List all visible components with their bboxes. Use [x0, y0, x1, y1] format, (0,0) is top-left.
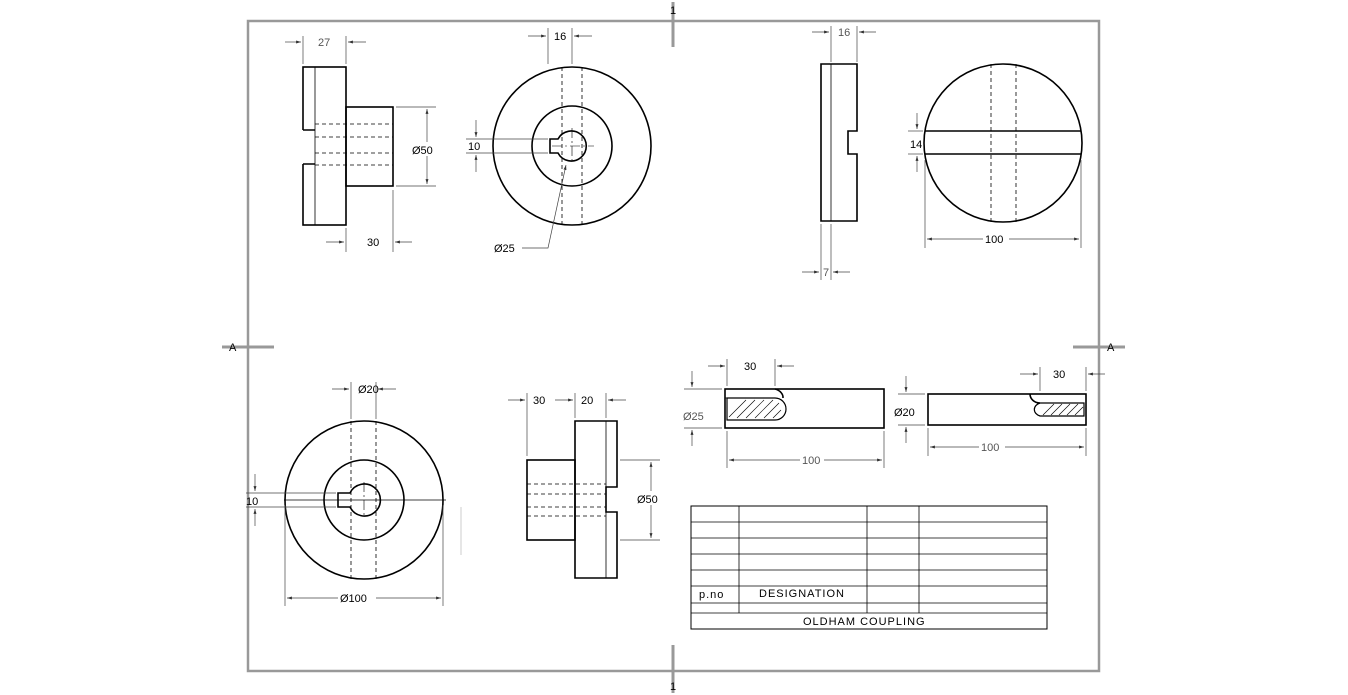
view-flange-side: 30 20 Ø50: [508, 393, 667, 579]
dim-hub-front-left: 10: [468, 141, 480, 153]
dim-hub-side-dia: Ø50: [412, 145, 433, 157]
dim-shaft-2-top: 30: [1053, 369, 1065, 381]
view-hub-side: 27 30 Ø50: [285, 36, 442, 252]
dim-shaft-2-bottom: 100: [981, 442, 999, 454]
title-block-designation: DESIGNATION: [759, 588, 845, 600]
view-disc-front: 14 100: [908, 63, 1083, 248]
zone-mark-right: A: [1107, 342, 1115, 354]
dim-hub-front-top: 16: [554, 31, 566, 43]
dim-shaft-1-dia: Ø25: [683, 411, 704, 423]
dim-disc-front-bottom: 100: [985, 234, 1003, 246]
dim-disc-front-left: 14: [910, 139, 922, 151]
dim-hub-front-dia: Ø25: [494, 243, 515, 255]
zone-mark-bottom: 1: [670, 681, 676, 693]
dim-shaft-1-bottom: 100: [802, 455, 820, 467]
view-shaft-1: 30 Ø25 100: [683, 359, 885, 468]
dim-flange-side-dia: Ø50: [637, 494, 658, 506]
dim-shaft-2-dia: Ø20: [894, 407, 915, 419]
title-block: p.no DESIGNATION OLDHAM COUPLING: [690, 505, 1048, 630]
sheet-frame: 1 1 A A: [222, 2, 1125, 693]
dim-shaft-1-top: 30: [744, 361, 756, 373]
dim-flange-front-top: Ø20: [358, 384, 379, 396]
title-block-title: OLDHAM COUPLING: [803, 616, 926, 628]
view-disc-side: 16 7: [802, 26, 876, 280]
title-block-part-no: p.no: [699, 589, 724, 601]
view-hub-front: 16 10 Ø25: [466, 28, 652, 255]
zone-mark-top: 1: [670, 5, 676, 17]
dim-flange-side-right: 20: [581, 395, 593, 407]
dim-flange-front-left: 10: [246, 496, 258, 508]
dim-flange-side-left: 30: [533, 395, 545, 407]
dim-disc-side-bottom: 7: [823, 267, 829, 279]
view-shaft-2: 30 Ø20 100: [894, 367, 1105, 456]
dim-hub-side-bottom: 30: [367, 237, 379, 249]
zone-mark-left: A: [229, 342, 237, 354]
dim-disc-side-top: 16: [838, 27, 850, 39]
dim-flange-front-bottom: Ø100: [340, 593, 367, 605]
dim-hub-side-top: 27: [318, 37, 330, 49]
view-flange-front: Ø20 10 Ø100: [246, 382, 462, 606]
